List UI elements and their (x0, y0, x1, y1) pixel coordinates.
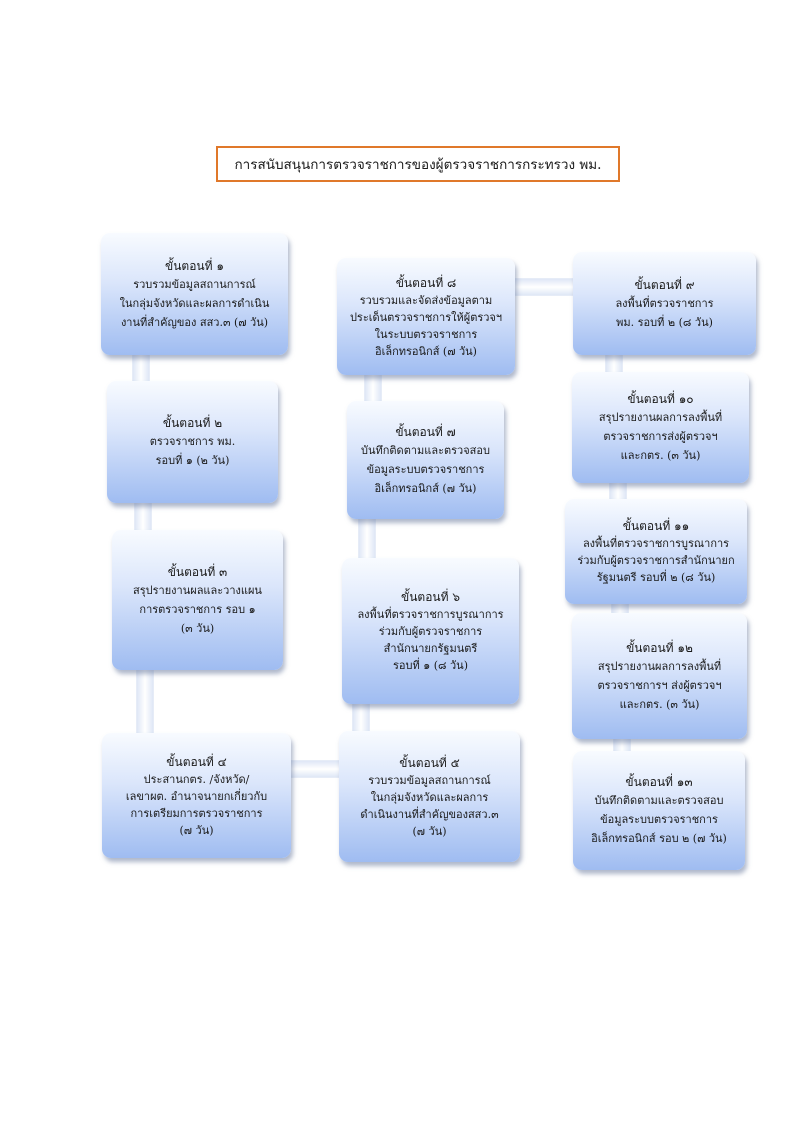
step-8-label: ขั้นตอนที่ ๘ (395, 275, 457, 290)
step-6-label: ขั้นตอนที่ ๖ (401, 590, 460, 604)
step-4-line-2: เลขาผต. อำนาจนายกเกี่ยวกับ (125, 789, 268, 803)
step-6-line-3: สำนักนายกรัฐมนตรี (383, 642, 478, 655)
step-4-line-4: (๗ วัน) (179, 823, 214, 837)
step-9-line-2: พม. รอบที่ ๒ (๘ วัน) (616, 315, 713, 329)
step-2-line-2: รอบที่ ๑ (๒ วัน) (155, 454, 230, 467)
step-13-line-1: บันทึกติดตามและตรวจสอบ (594, 794, 724, 807)
step-6-box: ขั้นตอนที่ ๖ ลงพื้นที่ตรวจราชการบูรณาการ… (342, 558, 519, 704)
step-7-line-3: อิเล็กทรอนิกส์ (๗ วัน) (374, 481, 477, 495)
step-10-line-3: และกตร. (๓ วัน) (620, 449, 701, 462)
connector-2-3 (134, 500, 152, 534)
step-8-line-2: ประเด็นตรวจราชการให้ผู้ตรวจฯ (349, 310, 503, 324)
step-8-line-1: รวบรวมและจัดส่งข้อมูลตาม (359, 293, 493, 307)
step-11-line-2: ร่วมกับผู้ตรวจราชการสำนักนายก (577, 554, 735, 567)
step-11-box: ขั้นตอนที่ ๑๑ ลงพื้นที่ตรวจราชการบูรณากา… (565, 499, 747, 604)
step-7-line-1: บันทึกติดตามและตรวจสอบ (361, 443, 490, 457)
connector-4-5 (286, 760, 344, 778)
step-1-line-1: รวบรวมข้อมูลสถานการณ์ (133, 277, 256, 291)
step-7-label: ขั้นตอนที่ ๗ (395, 424, 456, 439)
step-12-line-3: และกตร. (๓ วัน) (619, 697, 700, 711)
connector-8-9 (510, 278, 578, 296)
step-7-box: ขั้นตอนที่ ๗ บันทึกติดตามและตรวจสอบ ข้อม… (347, 401, 504, 519)
step-6-line-2: ร่วมกับผู้ตรวจราชการ (378, 625, 483, 638)
step-4-box: ขั้นตอนที่ ๔ ประสานกตร. /จังหวัด/ เลขาผต… (102, 733, 291, 858)
step-7-line-2: ข้อมูลระบบตรวจราชการ (366, 462, 485, 476)
step-1-box: ขั้นตอนที่ ๑ รวบรวมข้อมูลสถานการณ์ ในกลุ… (101, 233, 288, 355)
step-9-box: ขั้นตอนที่ ๙ ลงพื้นที่ตรวจราชการ พม. รอบ… (573, 252, 756, 355)
step-4-line-1: ประสานกตร. /จังหวัด/ (143, 772, 250, 786)
step-10-line-1: สรุปรายงานผลการลงพื้นที่ (598, 411, 723, 424)
step-10-label: ขั้นตอนที่ ๑๐ (627, 392, 694, 406)
diagram-title: การสนับสนุนการตรวจราชการของผู้ตรวจราชการ… (216, 146, 620, 182)
step-8-box: ขั้นตอนที่ ๘ รวบรวมและจัดส่งข้อมูลตาม ปร… (337, 258, 515, 375)
step-8-line-4: อิเล็กทรอนิกส์ (๗ วัน) (375, 344, 477, 358)
step-13-line-3: อิเล็กทรอนิกส์ รอบ ๒ (๗ วัน) (591, 832, 727, 845)
step-13-box: ขั้นตอนที่ ๑๓ บันทึกติดตามและตรวจสอบ ข้อ… (573, 751, 745, 870)
step-9-line-1: ลงพื้นที่ตรวจราชการ (615, 296, 714, 310)
step-10-box: ขั้นตอนที่ ๑๐ สรุปรายงานผลการลงพื้นที่ ต… (572, 372, 749, 483)
step-5-line-1: รวบรวมข้อมูลสถานการณ์ (368, 773, 491, 787)
step-5-line-4: (๗ วัน) (412, 824, 447, 838)
connector-6-7 (358, 514, 376, 562)
step-5-line-3: ดำเนินงานที่สำคัญของสสว.๓ (360, 807, 499, 821)
step-3-label: ขั้นตอนที่ ๓ (167, 564, 228, 579)
step-6-line-1: ลงพื้นที่ตรวจราชการบูรณาการ (357, 608, 504, 621)
step-5-label: ขั้นตอนที่ ๕ (399, 755, 460, 770)
step-12-line-2: ตรวจราชการฯ ส่งผู้ตรวจฯ (597, 678, 722, 692)
step-13-label: ขั้นตอนที่ ๑๓ (625, 775, 693, 789)
step-12-label: ขั้นตอนที่ ๑๒ (626, 640, 693, 655)
step-12-line-1: สรุปรายงานผลการลงพื้นที่ (597, 659, 722, 673)
step-5-line-2: ในกลุ่มจังหวัดและผลการ (370, 790, 489, 804)
step-4-label: ขั้นตอนที่ ๔ (166, 754, 227, 769)
step-12-box: ขั้นตอนที่ ๑๒ สรุปรายงานผลการลงพื้นที่ ต… (572, 613, 747, 739)
step-1-label: ขั้นตอนที่ ๑ (165, 258, 224, 273)
step-11-line-3: รัฐมนตรี รอบที่ ๒ (๘ วัน) (596, 571, 716, 584)
step-3-line-2: การตรวจราชการ รอบ ๑ (139, 602, 256, 616)
step-2-label: ขั้นตอนที่ ๒ (162, 416, 223, 430)
step-13-line-2: ข้อมูลระบบตรวจราชการ (600, 813, 718, 826)
step-11-label: ขั้นตอนที่ ๑๑ (622, 519, 690, 533)
step-11-line-1: ลงพื้นที่ตรวจราชการบูรณาการ (582, 537, 730, 550)
step-1-line-3: งานที่สำคัญของ สสว.๓ (๗ วัน) (120, 315, 269, 329)
step-1-line-2: ในกลุ่มจังหวัดและผลการดำเนิน (119, 296, 270, 310)
step-2-box: ขั้นตอนที่ ๒ ตรวจราชการ พม. รอบที่ ๑ (๒ … (107, 381, 278, 503)
step-3-line-3: (๓ วัน) (180, 621, 215, 635)
step-2-line-1: ตรวจราชการ พม. (149, 435, 236, 448)
step-4-line-3: การเตรียมการตรวจราชการ (130, 806, 263, 820)
step-8-line-3: ในระบบตรวจราชการ (374, 327, 478, 341)
step-3-line-1: สรุปรายงานผลและวางแผน (133, 583, 262, 597)
step-10-line-2: ตรวจราชการส่งผู้ตรวจฯ (603, 430, 718, 443)
step-6-line-4: รอบที่ ๑ (๘ วัน) (393, 659, 468, 672)
step-9-label: ขั้นตอนที่ ๙ (634, 277, 695, 292)
connector-3-4 (136, 666, 154, 738)
step-3-box: ขั้นตอนที่ ๓ สรุปรายงานผลและวางแผน การตร… (112, 530, 283, 670)
step-5-box: ขั้นตอนที่ ๕ รวบรวมข้อมูลสถานการณ์ ในกลุ… (339, 731, 520, 862)
